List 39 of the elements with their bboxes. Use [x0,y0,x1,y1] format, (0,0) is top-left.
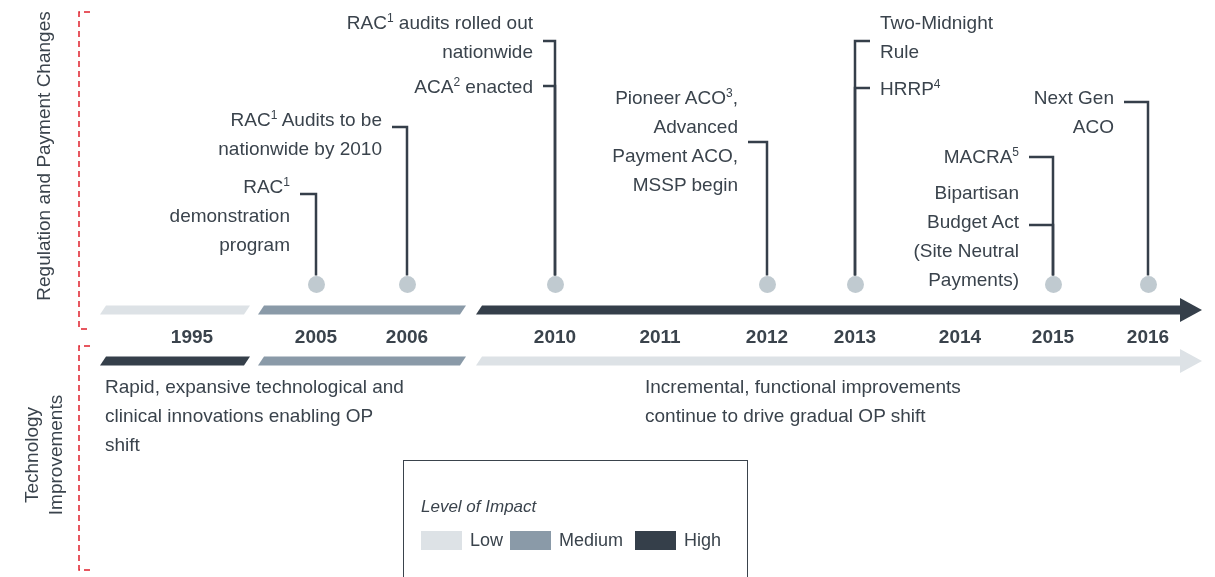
year-label: 2006 [384,326,430,348]
event-text: Bipartisan Budget Act (Site Neutral Payments) [883,178,1029,294]
legend-label: Low [470,530,504,551]
leader-line [300,192,318,276]
row-label: Technology Improvements [20,393,67,518]
leader-line [853,86,870,276]
year-label: 2010 [532,326,578,348]
leader-line [392,125,409,276]
leader-line [748,140,769,276]
leader-line [1029,223,1055,276]
description-text: Rapid, expansive technological and clinical innovations enabling OP shift [105,375,405,457]
event-text: MACRA$^{5}$ [883,142,1029,171]
timeline-dot [398,275,416,293]
year-label: 1995 [169,326,215,348]
year-label: 2005 [293,326,339,348]
year-label: 2016 [1125,326,1171,348]
timeline-dot [758,275,776,293]
row-label: Regulation and Payment Changes [32,10,55,303]
year-label: 2012 [744,326,790,348]
legend-label: Medium [559,530,624,551]
timeline-dot [1044,275,1062,293]
description-text: Incremental, functional improvements continue to drive gradual OP shift [645,375,962,428]
legend-label: High [684,530,722,551]
event-text: ACA$^{2}$ enacted [325,72,543,101]
year-label: 2015 [1030,326,1076,348]
event-text: RAC$^{1}$ Audits to be nationwide by 2010 [162,105,392,163]
year-label: 2013 [832,326,878,348]
timeline-dot [1139,275,1157,293]
timeline-dot [846,275,864,293]
event-text: RAC$^{1}$ demonstration program [130,172,300,259]
year-label: 2014 [937,326,983,348]
event-text: Two-Midnight Rule [870,8,1030,66]
event-text: Pioneer ACO$^{3}$, Advanced Payment ACO, MSSP begin [576,83,748,199]
leader-line [1124,100,1150,276]
legend-title: Level of Impact [421,497,537,517]
timeline-dot [546,275,564,293]
leader-line [543,84,557,276]
timeline-dot [307,275,325,293]
year-label: 2011 [638,326,682,348]
